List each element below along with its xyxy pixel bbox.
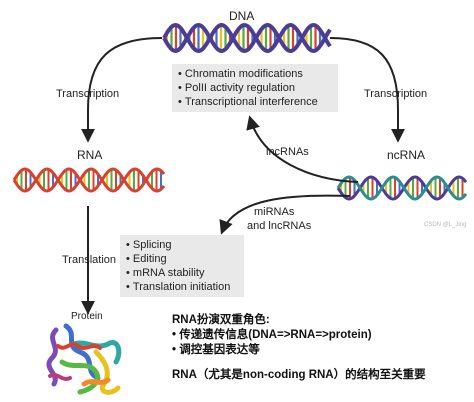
ncrna-helix: [336, 175, 468, 201]
rna-regulation-list: Splicing Editing mRNA stability Translat…: [126, 238, 238, 294]
rna-regulation-item: Editing: [126, 252, 238, 266]
dna-regulation-item: Chromatin modifications: [178, 67, 332, 81]
dna-regulation-box: Chromatin modifications PolII activity r…: [172, 64, 338, 112]
node-label-dna: DNA: [229, 9, 255, 23]
arrow-dna-to-ncrna: [329, 37, 405, 143]
watermark: CSDN @L_Jing: [424, 222, 467, 228]
note-heading: RNA扮演双重角色:: [172, 314, 270, 326]
dna-regulation-list: Chromatin modifications PolII activity r…: [178, 67, 332, 109]
note-item: 调控基因表达等: [172, 343, 467, 358]
node-label-ncrna: ncRNA: [387, 148, 426, 162]
note-list: 传递遗传信息(DNA=>RNA=>protein) 调控基因表达等: [172, 328, 467, 358]
dna-regulation-item: Transcriptional interference: [178, 95, 332, 109]
arrow-ncrna-to-rna: [219, 194, 351, 235]
dual-role-note: RNA扮演双重角色: 传递遗传信息(DNA=>RNA=>protein) 调控基…: [172, 313, 467, 383]
arrow-dna-to-rna: [81, 37, 163, 143]
arrow-ncrna-to-dna: [246, 115, 359, 183]
rna-regulation-item: Splicing: [126, 238, 238, 252]
rna-regulation-item: mRNA stability: [126, 266, 238, 280]
protein-structure-image: [46, 323, 122, 395]
edge-label-transcription-left: Transcription: [56, 88, 120, 100]
edge-label-mirnas: miRNAs: [254, 206, 295, 218]
edge-label-translation: Translation: [62, 254, 117, 266]
note-item: 传递遗传信息(DNA=>RNA=>protein): [172, 328, 467, 343]
note-footer: RNA（尤其是non-coding RNA）的结构至关重要: [172, 369, 426, 381]
dna-regulation-item: PolII activity regulation: [178, 81, 332, 95]
dna-helix: [162, 22, 332, 54]
node-label-rna: RNA: [77, 148, 103, 162]
edge-label-lncrnas: lncRNAs: [266, 146, 309, 158]
node-label-protein: Protein: [71, 311, 103, 322]
rna-regulation-item: Translation initiation: [126, 280, 238, 294]
rna-helix: [12, 167, 166, 193]
rna-regulation-box: Splicing Editing mRNA stability Translat…: [120, 235, 244, 297]
edge-label-transcription-right: Transcription: [364, 88, 428, 100]
edge-label-and-lncrnas: and lncRNAs: [247, 220, 312, 232]
